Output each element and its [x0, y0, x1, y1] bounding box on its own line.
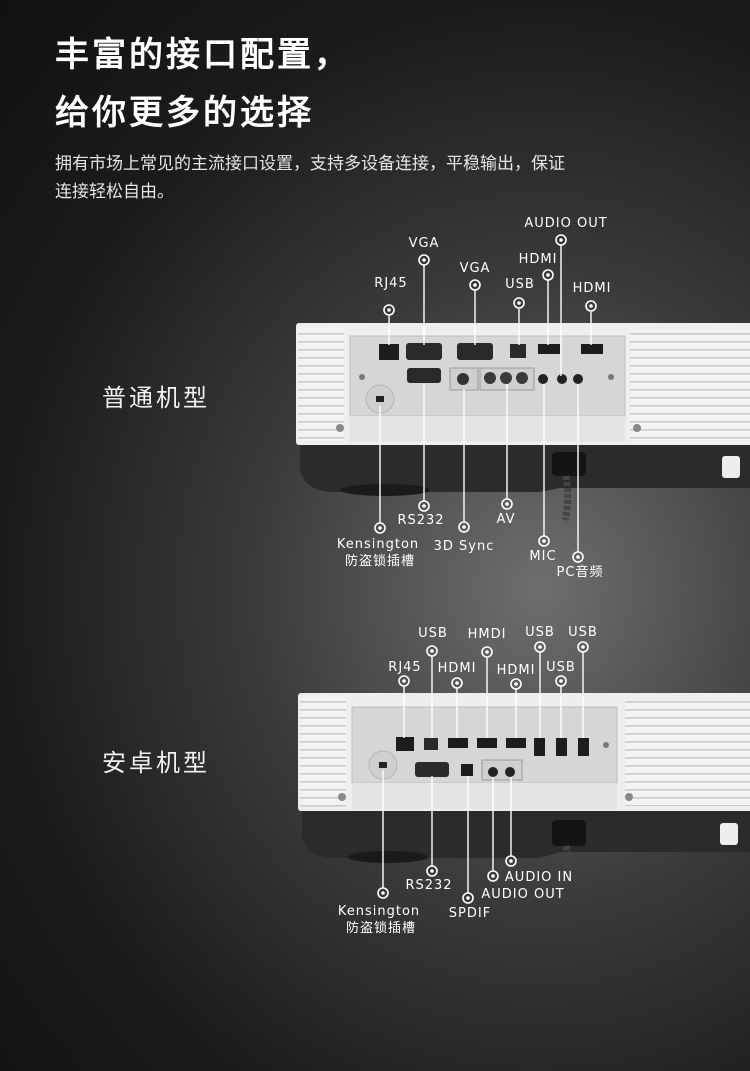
- port-label: Kensington: [338, 904, 420, 919]
- projector-base: [300, 440, 750, 492]
- port-label: MIC: [529, 549, 556, 564]
- power-cable: [561, 475, 572, 521]
- screw: [338, 793, 346, 801]
- port-label: HMDI: [468, 627, 507, 642]
- vent-right: [630, 330, 750, 440]
- spdif-port: [461, 764, 473, 776]
- port-label: USB: [418, 626, 448, 641]
- panel-lip: [352, 783, 617, 809]
- port-label: USB: [525, 625, 555, 640]
- port-label: AV: [497, 512, 516, 527]
- usb-a-port: [534, 738, 545, 756]
- hdmi-port: [581, 344, 603, 354]
- power-socket: [552, 820, 586, 846]
- screw: [633, 424, 641, 432]
- vent-left: [298, 327, 344, 441]
- 3d-sync-port: [457, 373, 469, 385]
- projector-android: [298, 693, 750, 883]
- power-cable: [562, 845, 572, 883]
- hdmi-port: [448, 738, 468, 748]
- panel-dot: [608, 374, 614, 380]
- port-label: RJ45: [374, 276, 407, 291]
- vent-right: [625, 700, 750, 806]
- usb-a-port: [578, 738, 589, 756]
- port-label: VGA: [460, 261, 491, 276]
- port-label: 防盗锁插槽: [346, 920, 416, 936]
- callouts-android: [382, 652, 584, 893]
- callout-dots-standard: [374, 234, 597, 563]
- audio-block: [481, 759, 523, 781]
- headline-line-1: 丰富的接口配置，: [55, 35, 351, 75]
- port-labels-standard: RJ45 VGA VGA USB HDMI AUDIO OUT HDMI Ken…: [337, 216, 612, 580]
- port-label: HDMI: [573, 281, 612, 296]
- port-label: AUDIO IN: [505, 870, 573, 885]
- model-label-android: 安卓机型: [102, 749, 210, 777]
- hdmi-port: [538, 344, 560, 354]
- rj45-port: [396, 737, 414, 751]
- rs232-port: [415, 762, 449, 777]
- port-labels-android: RJ45 USB HDMI HMDI HDMI USB USB USB Kens…: [338, 625, 598, 936]
- hdmi-port: [506, 738, 526, 748]
- port-label: HDMI: [519, 252, 558, 267]
- usb-b-port: [424, 738, 438, 750]
- panel-dot: [603, 742, 609, 748]
- kensington-slot: [379, 762, 387, 768]
- usb-b-port: [510, 344, 526, 358]
- port-label: AUDIO OUT: [524, 216, 607, 231]
- port-label: Kensington: [337, 537, 419, 552]
- audio-out-jack: [488, 767, 498, 777]
- port-label: USB: [546, 660, 576, 675]
- port-label: HDMI: [497, 663, 536, 678]
- projector-foot: [340, 484, 430, 496]
- av-jack: [516, 372, 528, 384]
- callout-dots-android: [377, 641, 589, 904]
- pc-audio-jack: [573, 374, 583, 384]
- port-label: RS232: [405, 878, 452, 893]
- port-label: SPDIF: [449, 906, 491, 921]
- port-label: PC音频: [557, 564, 604, 580]
- rj45-port: [379, 344, 399, 360]
- hdmi-port: [477, 738, 497, 748]
- usb-a-port: [556, 738, 567, 756]
- port-label: VGA: [409, 236, 440, 251]
- screw: [336, 424, 344, 432]
- model-label-standard: 普通机型: [102, 384, 210, 412]
- port-label: USB: [568, 625, 598, 640]
- projector-foot: [348, 851, 428, 863]
- callouts-standard: [379, 245, 592, 552]
- mic-jack: [538, 374, 548, 384]
- audio-in-jack: [505, 767, 515, 777]
- foot-corner: [720, 823, 738, 845]
- port-label: USB: [505, 277, 535, 292]
- projector-base: [302, 808, 750, 858]
- port-label: RJ45: [388, 660, 421, 675]
- av-jack: [500, 372, 512, 384]
- power-socket: [552, 452, 586, 476]
- description-line-2: 连接轻松自由。: [55, 182, 174, 202]
- vent-left: [300, 697, 346, 807]
- vga-port: [457, 343, 493, 360]
- projector-standard: [296, 323, 750, 521]
- port-label: HDMI: [438, 661, 477, 676]
- port-label: 3D Sync: [434, 539, 495, 554]
- port-label: RS232: [397, 513, 444, 528]
- vga-port: [406, 343, 442, 360]
- port-label: 防盗锁插槽: [345, 553, 415, 569]
- kensington-slot: [376, 396, 384, 402]
- av-jack: [484, 372, 496, 384]
- headline-line-2: 给你更多的选择: [55, 93, 314, 133]
- audio-out-jack: [557, 374, 567, 384]
- rs232-port: [407, 368, 441, 383]
- panel-dot: [359, 374, 365, 380]
- screw: [625, 793, 633, 801]
- foot-corner: [722, 456, 740, 478]
- port-label: AUDIO OUT: [481, 887, 564, 902]
- panel-lip: [350, 416, 625, 442]
- description-line-1: 拥有市场上常见的主流接口设置，支持多设备连接，平稳输出，保证: [55, 154, 565, 174]
